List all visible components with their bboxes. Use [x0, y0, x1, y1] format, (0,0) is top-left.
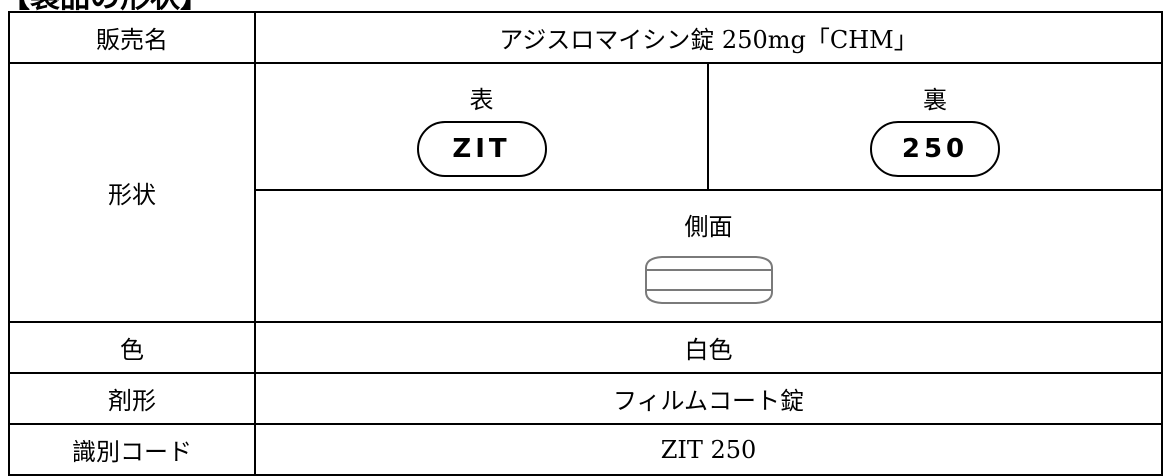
- front-marking: ZIT: [452, 134, 511, 164]
- side-view-label: 側面: [684, 213, 733, 241]
- tablet-side-view-icon: [644, 256, 773, 304]
- identification-code-value: ZIT 250: [254, 423, 1163, 476]
- color-value: 白色: [254, 321, 1163, 374]
- product-name-label: 販売名: [8, 11, 256, 64]
- back-face-cell: 裏 250: [707, 62, 1163, 191]
- row-color: 色 白色: [8, 321, 1163, 374]
- product-shape-table: 販売名 アジスロマイシン錠 250mg「CHM」 形状 表 ZIT 裏 250 …: [8, 11, 1163, 476]
- side-view-cell: 側面: [254, 189, 1163, 323]
- front-face-label: 表: [469, 86, 494, 114]
- dosage-form-value: フィルムコート錠: [254, 372, 1163, 425]
- tablet-outline-icon: ZIT: [416, 121, 547, 177]
- row-shape-side: 側面: [9, 189, 1163, 323]
- front-face-cell: 表 ZIT: [254, 62, 709, 191]
- product-name-value: アジスロマイシン錠 250mg「CHM」: [254, 11, 1163, 64]
- color-label: 色: [8, 321, 256, 374]
- row-shape-faces: 形状 表 ZIT 裏 250: [8, 62, 1163, 323]
- row-identification-code: 識別コード ZIT 250: [8, 423, 1163, 476]
- tablet-outline-icon: 250: [870, 121, 1000, 177]
- row-product-name: 販売名 アジスロマイシン錠 250mg「CHM」: [8, 11, 1163, 64]
- back-face-label: 裏: [923, 86, 947, 114]
- section-heading: 【製品の形状】: [0, 0, 300, 11]
- identification-code-label: 識別コード: [8, 423, 256, 476]
- back-marking: 250: [901, 134, 969, 164]
- row-dosage-form: 剤形 フィルムコート錠: [8, 372, 1163, 425]
- section-heading-text: 【製品の形状】: [0, 0, 300, 11]
- dosage-form-label: 剤形: [8, 372, 256, 425]
- shape-label: 形状: [8, 62, 256, 323]
